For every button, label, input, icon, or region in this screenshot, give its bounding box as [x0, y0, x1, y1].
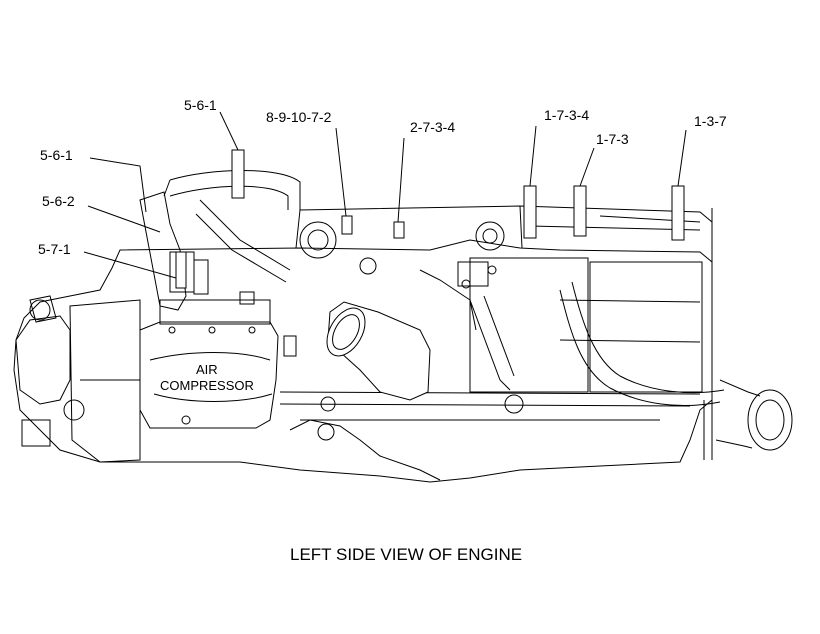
callout-2-7-3-4: 2-7-3-4: [410, 119, 455, 135]
component-label-air: AIR: [196, 362, 218, 377]
clip-5-7-1: [175, 251, 187, 289]
callout-1-7-3-4: 1-7-3-4: [544, 107, 589, 123]
callout-5-7-1: 5-7-1: [38, 241, 71, 257]
diagram-caption: LEFT SIDE VIEW OF ENGINE: [290, 545, 522, 564]
callout-5-6-1-top: 5-6-1: [184, 97, 217, 113]
callout-labels: 5-6-1 5-6-1 5-6-2 5-7-1 8-9-10-7-2 2-7-3…: [38, 97, 727, 257]
engine-line-art: [13, 170, 793, 483]
clip-1-3-7: [671, 185, 685, 241]
clip-8-9-10-7-2: [341, 215, 353, 235]
clip-1-7-3: [573, 185, 587, 237]
callout-5-6-1-left: 5-6-1: [40, 147, 73, 163]
clip-1-7-3-4: [523, 185, 537, 239]
component-label-compressor: COMPRESSOR: [160, 378, 254, 393]
callout-1-3-7: 1-3-7: [694, 113, 727, 129]
callout-5-6-2: 5-6-2: [42, 193, 75, 209]
clip-2-7-3-4: [393, 221, 405, 239]
clip-5-6-1-top: [231, 149, 245, 199]
callout-8-9-10-7-2: 8-9-10-7-2: [266, 109, 332, 125]
leader-lines: [83, 111, 687, 279]
callout-1-7-3: 1-7-3: [596, 131, 629, 147]
